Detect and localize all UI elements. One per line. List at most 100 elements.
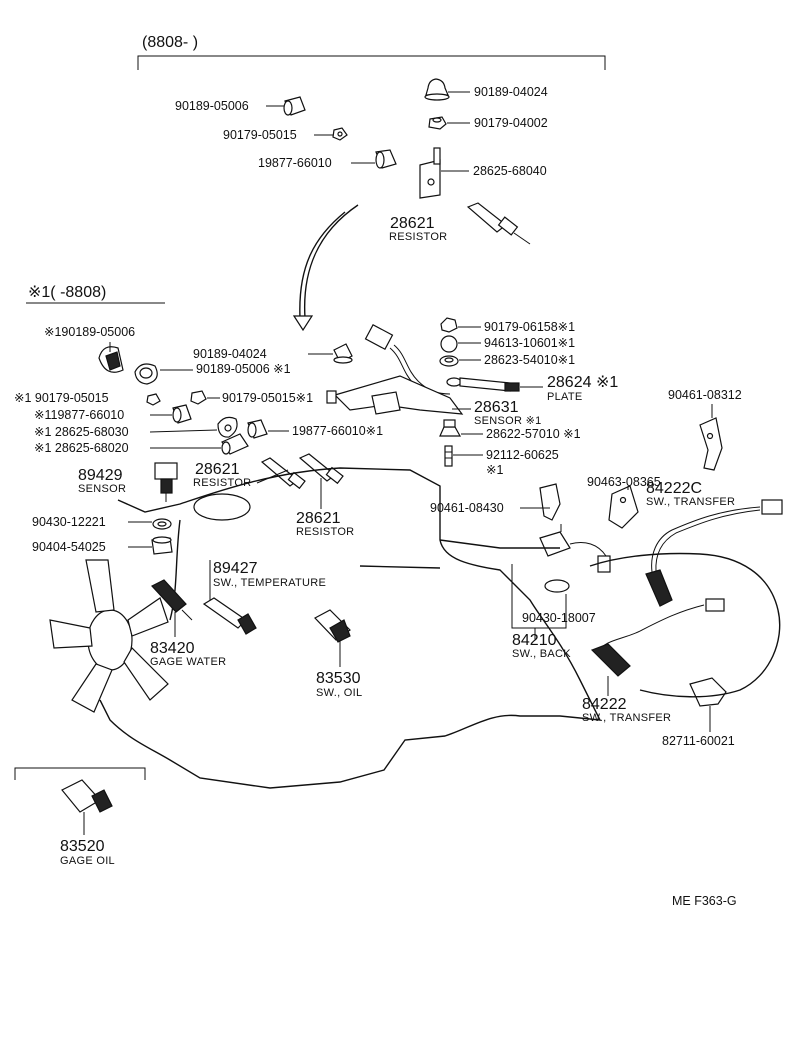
cap-90189-05006-v-icon [98, 346, 124, 373]
resistor-28621-top-icon [466, 202, 531, 245]
part-90404-54025: 90404-54025 [32, 540, 106, 554]
switch-84222c-name: SW., TRANSFER [646, 496, 735, 508]
header-bracket [137, 55, 606, 70]
clamp-90461-08312-icon [699, 417, 723, 471]
curved-arrow-head [292, 315, 314, 332]
switch-83530-number: 83530 [316, 670, 361, 687]
switch-83530-name: SW., OIL [316, 687, 362, 699]
clip-28625-68030-icon [217, 416, 238, 438]
cap-90189-04024-top-icon [424, 78, 450, 101]
grommet-19877-66010-r-icon [247, 419, 268, 439]
resistor-28621-m1-number: 28621 [195, 461, 240, 478]
switch-84222c-number: 84222C [646, 480, 702, 497]
part-94613-10601: 94613-10601※1 [484, 336, 575, 350]
part-82711-60021: 82711-60021 [662, 734, 735, 748]
gage-83420-icon [151, 579, 193, 621]
part-90189-05006-top: 90189-05006 [175, 99, 249, 113]
clamp-90461-08430-icon [539, 483, 561, 521]
nut-90179-06158-icon [440, 317, 458, 333]
part-90461-08430: 90461-08430 [430, 501, 504, 515]
engine-front-line [169, 519, 181, 621]
part-19877-66010-r: 19877-66010※1 [292, 424, 383, 438]
resistor-28621-m1-icon [260, 457, 306, 490]
gage-83420-name: GAGE WATER [150, 656, 226, 668]
part-90430-12221: 90430-12221 [32, 515, 106, 529]
part-92112-60625: 92112-60625 [486, 448, 559, 462]
footer-code: ME F363-G [672, 894, 737, 908]
switch-89427-name: SW., TEMPERATURE [213, 577, 326, 589]
bracket-84210 [511, 564, 567, 629]
sensor-89429-number: 89429 [78, 467, 123, 484]
gage-83520-number: 83520 [60, 838, 105, 855]
switch-89427-icon [202, 597, 257, 635]
gage-oil-bracket [14, 767, 146, 780]
engine-rear-line [439, 539, 560, 549]
plate-28624-name: PLATE [547, 391, 583, 403]
bracket-82711-60021-icon [689, 677, 727, 707]
insulator-28622-57010-icon [439, 419, 462, 437]
engine-block-outline [99, 467, 602, 789]
part-19877-66010-l: ※119877-66010 [34, 408, 124, 422]
bracket-28625-68040-icon [419, 147, 441, 199]
gage-83520-name: GAGE OIL [60, 855, 115, 867]
cap-90189-05006-mid-icon [134, 363, 158, 385]
part-90189-04024-mid: 90189-04024 [193, 347, 267, 361]
variant-header-label: ※1( -8808) [28, 284, 106, 301]
part-19877-66010-top: 19877-66010 [258, 156, 332, 170]
gage-83420-number: 83420 [150, 640, 195, 657]
grommet-19877-66010-top-icon [375, 149, 397, 169]
resistor-28621-m2-icon [298, 453, 344, 485]
part-28625-68030: ※1 28625-68030 [34, 425, 129, 439]
nut-90179-05015-l-icon [146, 393, 161, 406]
grommet-19877-66010-l-icon [172, 404, 192, 424]
switch-84222c-icon [645, 499, 783, 607]
sensor-28631-name: SENSOR ※1 [474, 415, 542, 427]
sensor-89429-icon [154, 462, 178, 502]
part-90179-04002: 90179-04002 [474, 116, 548, 130]
sensor-28631-icon [326, 375, 464, 415]
resistor-28621-m1-name: RESISTOR [193, 477, 251, 489]
oil-filler-cap-icon [193, 493, 251, 521]
part-90179-06158: 90179-06158※1 [484, 320, 575, 334]
screw-92112-60625-icon [444, 445, 453, 467]
curved-arrow-inner [299, 211, 346, 319]
nut-90179-05015-r-icon [190, 390, 207, 405]
cap-90189-05006-top-icon [283, 96, 306, 116]
resistor-28621-top-name: RESISTOR [389, 231, 447, 243]
clamp-90463-08365-icon [608, 485, 639, 529]
nut-90179-05015-top-icon [332, 127, 348, 141]
switch-84222-number: 84222 [582, 696, 627, 713]
part-90179-05015-top: 90179-05015 [223, 128, 297, 142]
plug-90404-54025-icon [151, 536, 173, 555]
washer-90430-12221-icon [152, 518, 172, 530]
part-28625-68040: 28625-68040 [473, 164, 547, 178]
washer-94613-10601-icon [440, 335, 458, 353]
sensor-89429-name: SENSOR [78, 483, 126, 495]
ring-28623-54010-icon [439, 355, 459, 367]
switch-83530-icon [314, 609, 351, 643]
switch-84210-number: 84210 [512, 632, 557, 649]
switch-84210-name: SW., BACK [512, 648, 571, 660]
cap-90189-04024-mid-icon [333, 343, 353, 364]
fan-icon [49, 559, 169, 713]
header-range-label: (8808- ) [142, 34, 198, 51]
part-28623-54010: 28623-54010※1 [484, 353, 575, 367]
nut-90179-04002-icon [428, 116, 447, 130]
part-90189-05006-mid: 90189-05006 ※1 [196, 362, 291, 376]
curved-arrow-outer [303, 204, 359, 319]
part-90463-08365: 90463-08365 [587, 475, 661, 489]
part-90179-05015-l: ※1 90179-05015 [14, 391, 109, 405]
engine-mid-line [359, 565, 441, 569]
sensor-28631-number: 28631 [474, 399, 519, 416]
part-90430-18007: 90430-18007 [522, 611, 596, 625]
switch-84222-icon [590, 598, 725, 677]
part-92112-mark: ※1 [486, 463, 503, 477]
part-90461-08312: 90461-08312 [668, 388, 742, 402]
switch-84222-name: SW., TRANSFER [582, 712, 671, 724]
part-90189-05006-v: ※190189-05006 [44, 325, 135, 339]
sleeve-28625-68020-icon [221, 433, 249, 455]
plate-28624-icon [446, 377, 520, 392]
resistor-28621-top-number: 28621 [390, 215, 435, 232]
